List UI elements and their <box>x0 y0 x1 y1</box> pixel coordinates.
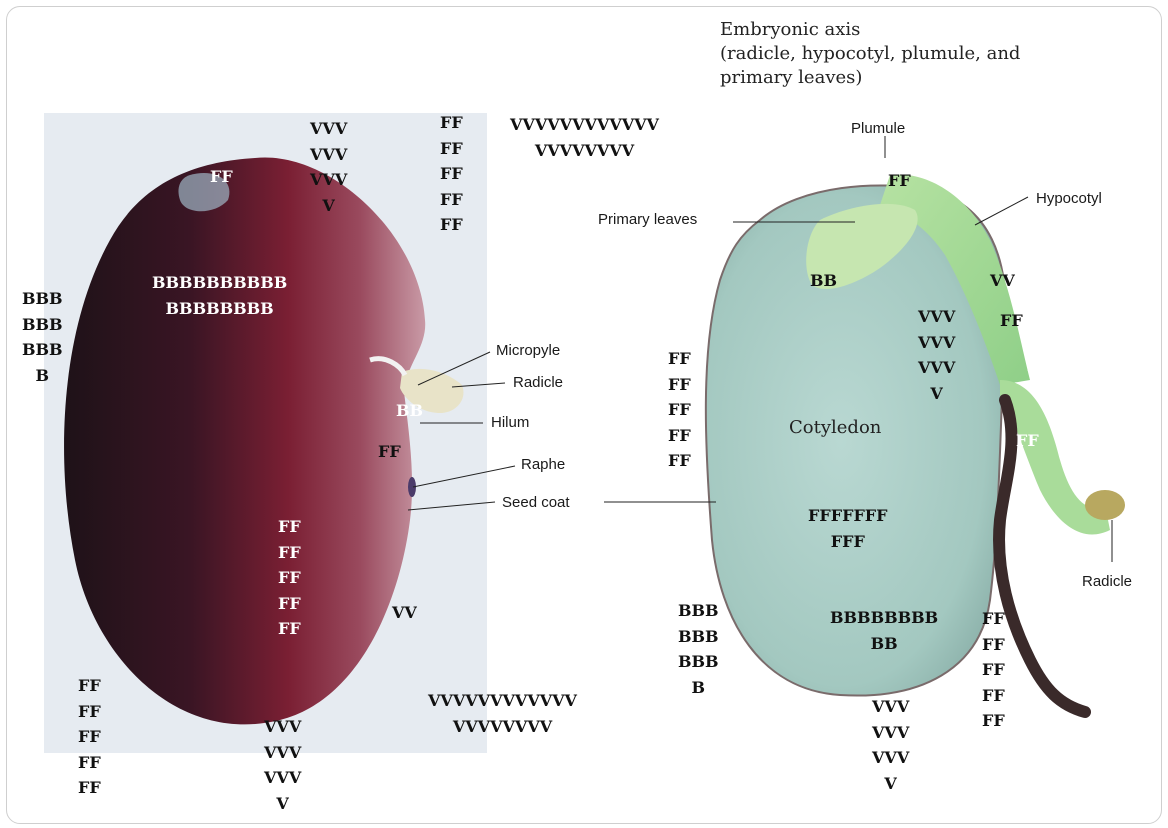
marker-block: FF <box>1016 428 1039 454</box>
label-micropyle: Micropyle <box>496 342 560 360</box>
marker-block: FF FF FF FF FF <box>440 110 463 238</box>
marker-block: VVV VVV VVV V <box>310 116 347 218</box>
marker-block: FF <box>888 168 911 194</box>
marker-block: VV <box>392 600 417 626</box>
label-raphe: Raphe <box>521 456 565 474</box>
marker-block: FFFFFFF FFF <box>808 503 888 554</box>
marker-block: BBBBBBBBBB BBBBBBBB <box>152 270 287 321</box>
radicle-tip-right <box>1085 490 1125 520</box>
marker-block: VVV VVV VVV V <box>264 714 301 816</box>
label-seed-coat: Seed coat <box>502 494 570 512</box>
label-radicle-left: Radicle <box>513 374 563 392</box>
embryonic-axis-title: Embryonic axis (radicle, hypocotyl, plum… <box>720 18 1020 90</box>
marker-block: BB <box>1027 353 1054 379</box>
bean-seed-coat <box>64 157 425 724</box>
marker-block: BBBBBBBB BB <box>830 605 938 656</box>
marker-block: FF <box>1000 308 1023 334</box>
marker-block: VVV VVV VVV V <box>918 304 955 406</box>
marker-block: VVVVVVVVVVVV VVVVVVVV <box>428 688 577 739</box>
label-primary-leaves: Primary leaves <box>598 211 697 229</box>
marker-block: VVVVVVVVVVVV VVVVVVVV <box>510 112 659 163</box>
label-radicle-right: Radicle <box>1082 573 1132 591</box>
marker-block: BB <box>810 268 837 294</box>
marker-block: BBB BBB BBB B <box>22 286 63 388</box>
marker-block: BB <box>396 398 423 424</box>
label-cotyledon: Cotyledon <box>789 416 881 440</box>
marker-block: FF <box>210 164 233 190</box>
marker-block: FF FF FF FF FF <box>78 673 101 801</box>
label-hypocotyl: Hypocotyl <box>1036 190 1102 208</box>
marker-block: FF <box>378 439 401 465</box>
label-plumule: Plumule <box>851 120 905 138</box>
marker-block: FF FF FF FF FF <box>668 346 691 474</box>
marker-block: VVV VVV VVV V <box>872 694 909 796</box>
marker-block: FF FF FF FF FF <box>278 514 301 642</box>
marker-block: VV <box>990 268 1015 294</box>
marker-block: BBB BBB BBB B <box>678 598 719 700</box>
label-hilum: Hilum <box>491 414 529 432</box>
marker-block: FF FF FF FF FF <box>982 606 1005 734</box>
